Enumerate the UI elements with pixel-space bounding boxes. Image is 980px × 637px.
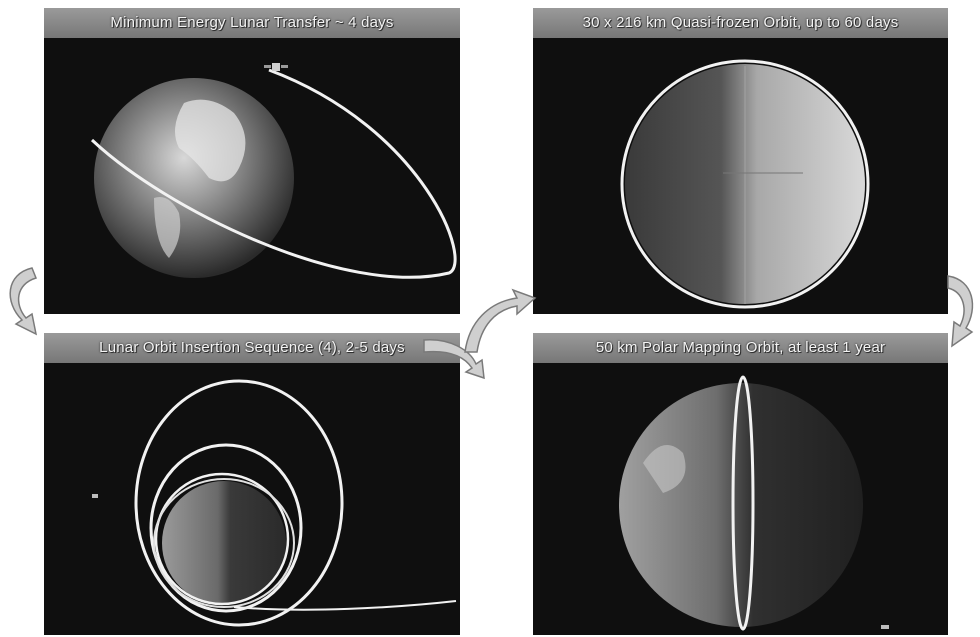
spacecraft-icon: [264, 63, 288, 71]
polar-orbit-illustration: [533, 333, 948, 635]
earth-transfer-illustration: [44, 8, 460, 314]
spacecraft-icon: [881, 625, 889, 629]
panel-title: Minimum Energy Lunar Transfer ~ 4 days: [44, 8, 460, 38]
moon-globe: [619, 383, 863, 627]
panel-polar-mapping: 50 km Polar Mapping Orbit, at least 1 ye…: [533, 333, 948, 635]
curved-arrow-icon: [944, 268, 980, 354]
panel-title: 50 km Polar Mapping Orbit, at least 1 ye…: [533, 333, 948, 363]
panel-quasi-frozen-orbit: 30 x 216 km Quasi-frozen Orbit, up to 60…: [533, 8, 948, 314]
panel-orbit-insertion: Lunar Orbit Insertion Sequence (4), 2-5 …: [44, 333, 460, 635]
panel-title: Lunar Orbit Insertion Sequence (4), 2-5 …: [44, 333, 460, 363]
panel-lunar-transfer: Minimum Energy Lunar Transfer ~ 4 days: [44, 8, 460, 314]
arrival-trajectory: [234, 601, 456, 610]
panel-title: 30 x 216 km Quasi-frozen Orbit, up to 60…: [533, 8, 948, 38]
curved-arrow-icon: [459, 282, 537, 358]
insertion-sequence-illustration: [44, 333, 460, 635]
frozen-orbit-illustration: [533, 8, 948, 314]
spacecraft-icon: [92, 494, 98, 498]
curved-arrow-icon: [2, 262, 48, 342]
